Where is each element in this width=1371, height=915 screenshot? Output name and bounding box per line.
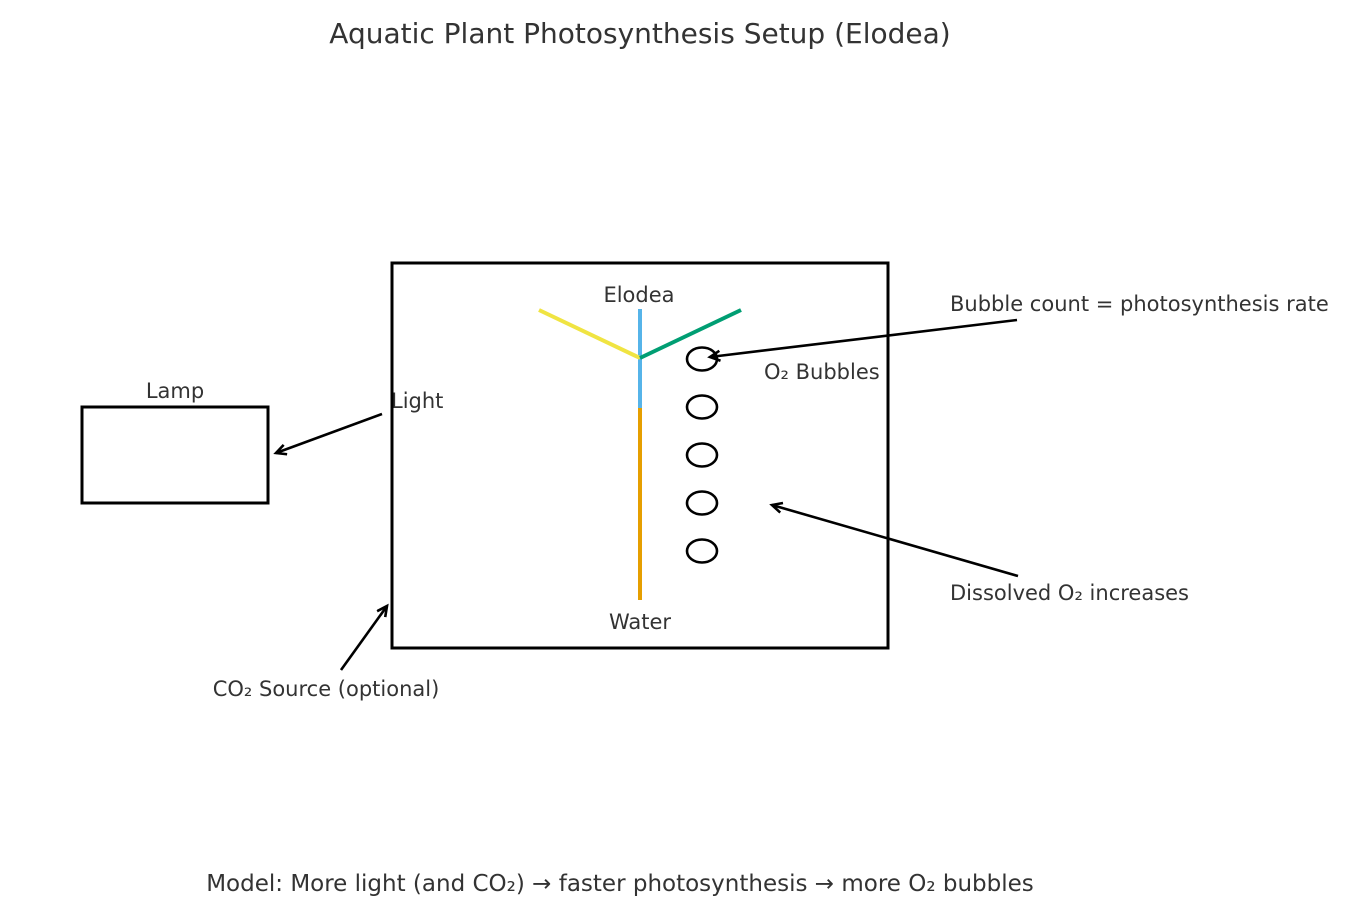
model-caption: Model: More light (and CO₂) → faster pho… (206, 871, 1034, 897)
lamp-box (80, 405, 270, 505)
o2-bubble (685, 346, 719, 372)
diagram-title: Aquatic Plant Photosynthesis Setup (Elod… (329, 17, 950, 50)
elodea-plant (538, 308, 742, 600)
o2-bubbles (685, 346, 719, 564)
bubble-count-label: Bubble count = photosynthesis rate (950, 292, 1329, 316)
o2-bubble (685, 394, 719, 420)
elodea-leaf-right (639, 308, 742, 360)
bubble-count-arrow (710, 318, 1018, 357)
o2-bubble (685, 538, 719, 564)
o2-bubble (685, 490, 719, 516)
lamp-label: Lamp (146, 379, 204, 403)
light-label: Light (391, 389, 443, 413)
o2-bubble (685, 442, 719, 468)
elodea-leaf-left (538, 308, 641, 360)
water-label: Water (609, 610, 671, 634)
light-arrow (276, 412, 383, 453)
o2-bubbles-label: O₂ Bubbles (764, 360, 880, 384)
elodea-label: Elodea (603, 283, 674, 307)
water-tank (390, 261, 890, 650)
dissolved-o2-label: Dissolved O₂ increases (950, 581, 1189, 605)
co2-source-arrow (339, 606, 387, 671)
dissolved-o2-arrow (772, 505, 1019, 578)
co2-source-label: CO₂ Source (optional) (213, 677, 440, 701)
